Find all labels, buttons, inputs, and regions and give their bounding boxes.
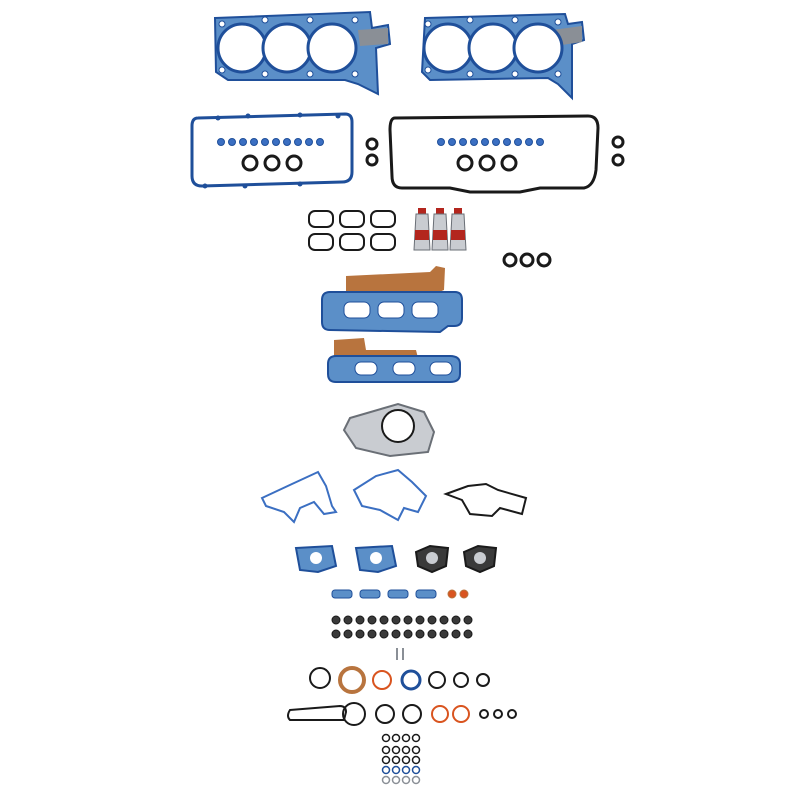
o-ring-group-small xyxy=(381,733,421,785)
spark-plug-tube-seal-group xyxy=(217,135,625,172)
intake-port-gasket-group xyxy=(308,210,396,251)
o-ring-group-large xyxy=(287,666,517,726)
exhaust-manifold-gasket-upper xyxy=(321,266,463,334)
small-fitting-row xyxy=(331,589,469,599)
o-ring-group-top xyxy=(502,252,552,268)
exhaust-manifold-gasket-lower xyxy=(327,338,461,383)
cylinder-head-gasket-right xyxy=(420,12,586,101)
valve-cover-gasket-blue xyxy=(190,112,354,189)
cylinder-head-gasket-left xyxy=(213,10,392,96)
valve-cover-gasket-black xyxy=(388,114,600,194)
water-pump-gasket xyxy=(342,402,436,458)
valve-stem-seal-group xyxy=(331,615,473,639)
silicone-sealant-tubes xyxy=(413,208,467,251)
thermostat-housing-gasket-group xyxy=(260,468,528,524)
pin-pair xyxy=(396,648,404,660)
flange-gasket-group xyxy=(294,544,498,574)
